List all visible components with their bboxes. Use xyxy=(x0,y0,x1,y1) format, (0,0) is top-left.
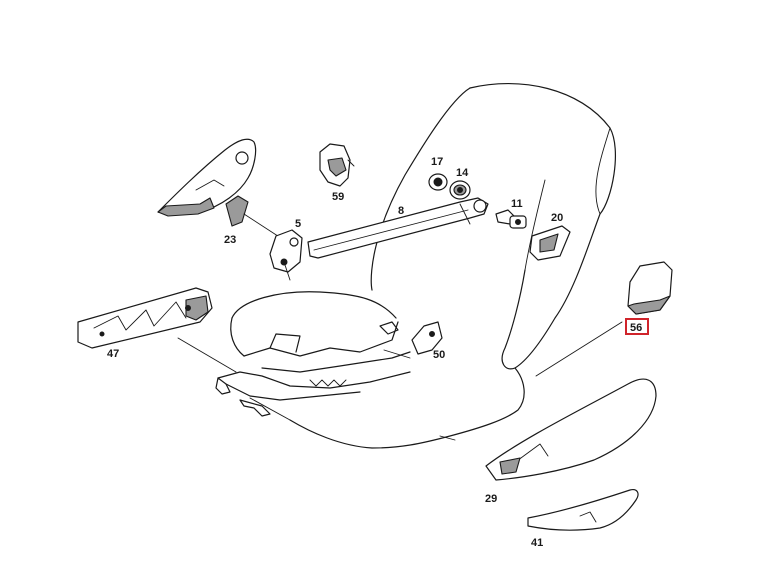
part-41-trim xyxy=(527,489,639,531)
highlight-box-56 xyxy=(625,318,649,335)
label-5: 5 xyxy=(295,218,301,230)
part-8-rail xyxy=(307,197,489,259)
label-59: 59 xyxy=(332,191,344,203)
part-20-cover xyxy=(529,225,571,261)
part-29-trim xyxy=(485,378,657,481)
part-5-bracket xyxy=(269,229,303,281)
label-50: 50 xyxy=(433,349,445,361)
seat-frame xyxy=(215,321,456,441)
label-11: 11 xyxy=(511,198,523,210)
part-50-clip xyxy=(411,321,443,355)
seat-cushion xyxy=(230,291,525,449)
part-56-endcap xyxy=(535,261,673,377)
label-20: 20 xyxy=(551,212,563,224)
label-8: 8 xyxy=(398,205,404,217)
part-23-lever xyxy=(157,138,285,241)
label-29: 29 xyxy=(485,493,497,505)
label-56[interactable]: 56 xyxy=(630,322,642,334)
part-17-ring xyxy=(428,173,448,191)
label-41: 41 xyxy=(531,537,543,549)
label-14: 14 xyxy=(456,167,469,179)
label-23: 23 xyxy=(224,234,236,246)
part-47-rail xyxy=(77,287,237,373)
part-14-bushing xyxy=(449,180,471,200)
seat-backrest xyxy=(370,82,616,370)
part-11-screw xyxy=(495,209,527,229)
part-59-bracket xyxy=(319,143,355,187)
label-17: 17 xyxy=(431,156,443,168)
label-47: 47 xyxy=(107,348,119,360)
